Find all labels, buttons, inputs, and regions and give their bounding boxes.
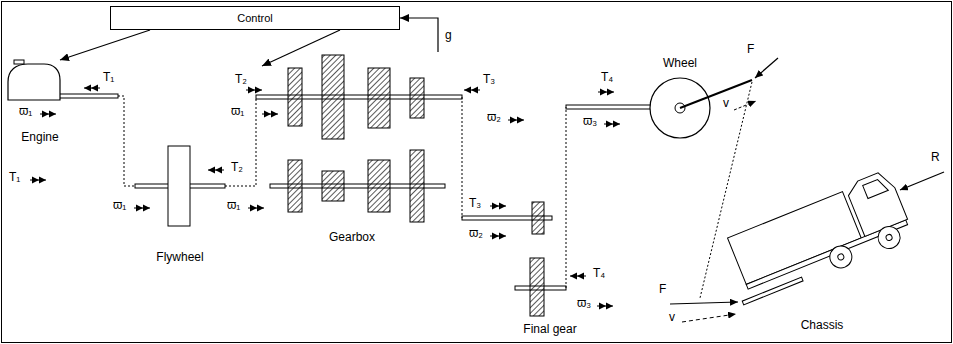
coupling-line — [566, 107, 567, 288]
torque-symbol: T₂ — [234, 72, 248, 87]
speed-arrow — [597, 303, 613, 310]
velocity-arrow — [734, 101, 756, 110]
node-label: Wheel — [662, 56, 698, 70]
signal-arrow — [262, 30, 340, 66]
wheel-unit: Wheel — [645, 56, 715, 144]
node-label: Chassis — [800, 318, 845, 332]
speed-symbol: ϖ₁ — [18, 104, 33, 119]
flywheel-unit: Flywheel — [130, 140, 230, 264]
torque-symbol: T₁ — [8, 170, 21, 185]
flywheel-disc — [168, 146, 190, 226]
wheel-lever — [680, 80, 752, 108]
torque-symbol: T₂ — [230, 160, 244, 175]
torque-arrow — [84, 85, 100, 92]
gear — [322, 55, 344, 139]
gear — [322, 171, 344, 201]
speed-symbol: ϖ₁ — [112, 198, 127, 213]
node-label: Final gear — [522, 322, 577, 336]
pinion-gear — [532, 202, 544, 234]
chassis-unit: Chassis — [712, 100, 932, 332]
force-arrow — [670, 302, 738, 304]
speed-arrow — [40, 111, 56, 118]
velocity-symbol: v — [668, 310, 676, 325]
speed-symbol: ϖ₃ — [576, 296, 592, 311]
engine-body — [8, 64, 60, 100]
engine-cap — [14, 60, 24, 64]
gearbox-unit: Gearbox — [262, 52, 442, 244]
gear — [288, 160, 302, 212]
chassis-contact-bar — [742, 277, 803, 305]
force-symbol: F — [746, 42, 755, 57]
speed-arrow — [490, 233, 506, 240]
torque-arrow — [246, 87, 262, 94]
velocity-arrow — [682, 314, 736, 322]
signal-label: g — [444, 28, 453, 43]
truck — [717, 169, 916, 307]
coupling-line — [118, 96, 135, 186]
resistance-arrow — [900, 172, 944, 190]
node-label: Gearbox — [328, 230, 376, 244]
crown-gear — [530, 258, 544, 316]
speed-arrow — [604, 121, 620, 128]
node-label: Flywheel — [155, 250, 204, 264]
gear — [368, 160, 390, 212]
engine-shaft — [58, 94, 118, 98]
gear — [410, 78, 424, 118]
torque-arrow — [490, 203, 506, 210]
truck-hub — [885, 234, 893, 242]
signal-arrow — [400, 18, 438, 52]
coupling-line — [462, 97, 463, 218]
torque-symbol: T₃ — [468, 196, 482, 211]
coupling-line — [225, 97, 256, 186]
speed-symbol: ϖ₁ — [226, 198, 241, 213]
gear — [410, 150, 424, 222]
torque-arrow — [30, 177, 46, 184]
speed-symbol: ϖ₂ — [486, 110, 502, 125]
speed-arrow — [248, 205, 264, 212]
torque-arrow — [570, 273, 586, 280]
torque-arrow — [598, 89, 614, 96]
node-label: Engine — [20, 130, 59, 144]
truck-cab — [845, 169, 908, 236]
speed-arrow — [262, 111, 278, 118]
speed-arrow — [134, 205, 150, 212]
velocity-symbol: v — [722, 96, 730, 111]
speed-symbol: ϖ₂ — [468, 226, 484, 241]
gearbox-input-shaft — [256, 95, 462, 99]
gear — [288, 68, 302, 126]
force-symbol: F — [658, 282, 667, 297]
speed-symbol: ϖ₃ — [582, 114, 598, 129]
speed-arrow — [508, 117, 524, 124]
resistance-symbol: R — [930, 150, 941, 165]
truck-hub — [837, 253, 845, 261]
node-label: Control — [236, 11, 273, 25]
truck-wheel — [827, 243, 856, 272]
engine-unit: Engine — [4, 60, 76, 144]
torque-arrow — [464, 87, 480, 94]
force-arrow — [755, 58, 778, 78]
torque-symbol: T₃ — [482, 72, 496, 87]
torque-symbol: T₄ — [592, 266, 606, 281]
truck-window — [863, 177, 889, 198]
gear — [368, 68, 390, 128]
torque-arrow — [208, 167, 224, 174]
signal-arrow — [60, 30, 150, 60]
truck-wheel — [875, 223, 904, 252]
truck-frame — [746, 220, 907, 289]
torque-symbol: T₄ — [600, 70, 614, 85]
torque-symbol: T₁ — [102, 70, 115, 85]
final-gear-unit: Final gear — [505, 196, 595, 336]
control-box: Control — [110, 6, 400, 30]
speed-symbol: ϖ₁ — [230, 104, 245, 119]
coupling-line — [700, 82, 752, 298]
